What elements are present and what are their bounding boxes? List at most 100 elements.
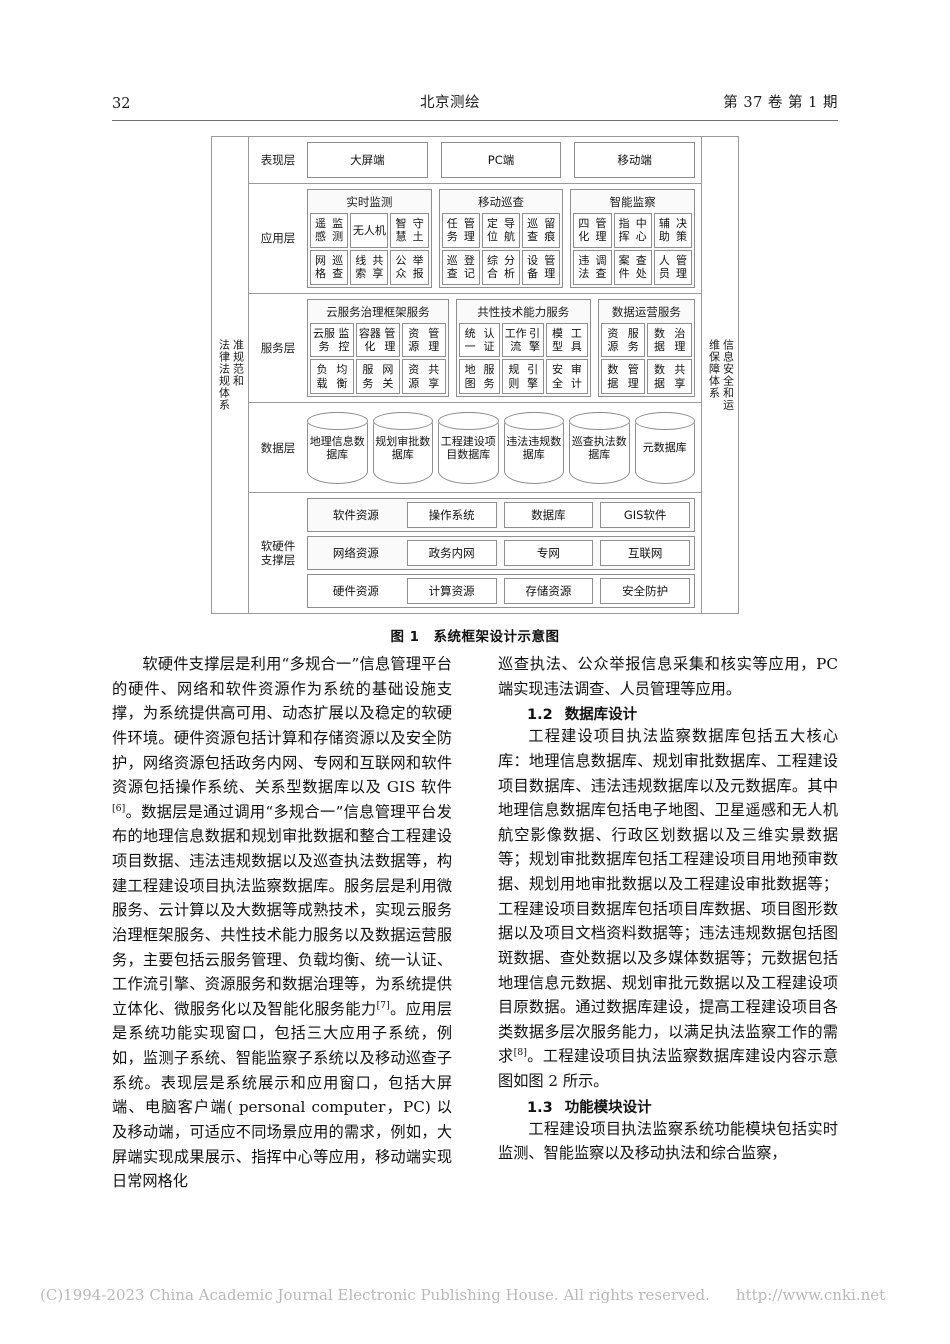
database-cylinder[interactable]: 巡查执法数据库 [569,412,630,485]
support-box[interactable]: 数据库 [503,502,594,529]
cell-line2: 管理 [428,326,440,354]
app-cell[interactable]: 网格巡查 [310,249,349,285]
copyright-text: (C)1994-2023 China Academic Journal Elec… [40,1286,710,1304]
cell-line1: 违法 [578,253,590,281]
svc-cell[interactable]: 数据管理 [600,359,646,395]
svc-cell[interactable]: 资源管理 [401,322,446,358]
cell-line1: 指挥 [618,217,630,244]
app-cell[interactable]: 违法调查 [573,249,612,285]
svc-cell[interactable]: 地图服务 [458,359,501,395]
svc-cell[interactable]: 资源共享 [401,359,446,395]
support-row-hardware: 硬件资源 计算资源 存储资源 安全防护 [307,574,695,609]
cell-line2: 留痕 [544,217,556,244]
section-title: 功能模块设计 [564,1099,652,1116]
svc-cell[interactable]: 资源服务 [600,322,646,358]
layer-stack: 表现层 大屏端 PC端 移动端 应用层 实时监测 [249,137,701,613]
svc-cell[interactable]: 服务网关 [355,359,400,395]
app-cell[interactable]: 无人机 [350,213,389,248]
support-box[interactable]: 专网 [503,540,594,567]
svc-cell[interactable]: 模型工具 [546,322,588,358]
cell-line1: 巡查 [527,217,539,244]
cell-line1: 综合 [486,253,498,281]
db-line1: 违法违规 [506,434,551,448]
app-cell[interactable]: 定位导航 [481,213,521,248]
app-cell[interactable]: 任务管理 [441,213,480,248]
app-cell[interactable]: 智慧守土 [390,213,429,248]
database-cylinder[interactable]: 元数据库 [634,412,695,485]
layer-infra-name-line2: 支撑层 [260,553,296,568]
support-row-head: 软件资源 [332,508,379,523]
app-cell[interactable]: 设备管理 [522,249,561,285]
support-box[interactable]: 计算资源 [406,578,497,605]
app-group-smart-supervision: 智能监察 四化管理 指挥中心 辅助决策 违法调查 案件查处 人员管理 [570,189,696,288]
svc-cell[interactable]: 统一认证 [458,322,501,358]
svc-cell[interactable]: 数据共享 [647,359,692,395]
support-box[interactable]: 操作系统 [406,502,497,529]
layer-application-name: 应用层 [260,231,296,246]
app-cell[interactable]: 巡查留痕 [522,213,561,248]
app-cell[interactable]: 辅助决策 [653,213,692,248]
support-box[interactable]: 存储资源 [503,578,594,605]
support-row-software: 软件资源 操作系统 数据库 GIS软件 [307,498,695,533]
app-cell[interactable]: 遥感监测 [310,213,349,248]
db-line1: 工程建设 [440,434,485,448]
presentation-box-pc[interactable]: PC端 [440,142,562,178]
cnki-url[interactable]: http://www.cnki.net [735,1286,886,1304]
app-cell[interactable]: 巡查登记 [441,249,480,285]
app-cell[interactable]: 指挥中心 [613,213,652,248]
cell-line1: 地图 [464,363,476,390]
support-box[interactable]: 政务内网 [406,540,497,567]
presentation-box-bigscreen[interactable]: 大屏端 [307,142,428,178]
svc-cell[interactable]: 容器化管理 [355,322,400,358]
presentation-box-mobile[interactable]: 移动端 [574,142,696,178]
app-cell[interactable]: 四化管理 [573,213,612,248]
svc-cell[interactable]: 云服务监控 [310,322,354,358]
cell-line2: 认证 [483,326,495,354]
svc-group-cloud-governance: 云服务治理框架服务 云服务监控 容器化管理 资源管理 负载均衡 服务网关 资源共… [307,298,449,398]
svc-cell[interactable]: 工作流引擎 [502,322,545,358]
cell-line1: 定位 [486,217,498,244]
cell-line1: 案件 [618,253,630,281]
cell-line2: 巡查 [332,253,344,281]
cell-line1: 数据 [654,326,666,354]
db-line2: 数据库 [588,434,627,462]
app-cell[interactable]: 线索共享 [350,249,389,285]
support-box[interactable]: 互联网 [600,540,690,567]
app-cell[interactable]: 案件查处 [613,249,652,285]
support-box[interactable]: GIS软件 [600,502,690,529]
cell-line2: 管理 [627,363,639,390]
cell-line1: 规则 [508,363,520,390]
cell-line2: 中心 [635,217,647,244]
cell-line1: 数据 [607,363,619,390]
app-cell[interactable]: 人员管理 [653,249,692,285]
system-framework-diagram: 准规范和 法律法规体系 表现层 大屏端 PC端 移动端 应用层 [211,136,739,615]
database-cylinder[interactable]: 违法违规数据库 [503,412,564,485]
cell-line1: 四化 [578,217,590,244]
cell-line2: 引擎 [527,363,539,390]
svc-cell[interactable]: 负载均衡 [310,359,354,395]
app-cell[interactable]: 综合分析 [481,249,521,285]
svc-group-title: 数据运营服务 [611,304,681,319]
layer-presentation-body: 大屏端 PC端 移动端 [307,137,701,183]
support-box[interactable]: 安全防护 [600,578,690,605]
svc-cell[interactable]: 规则引擎 [502,359,545,395]
app-cell[interactable]: 公众举报 [390,249,429,285]
database-cylinder[interactable]: 规划审批数据库 [372,412,433,485]
database-cylinder[interactable]: 工程建设项目数据库 [438,412,499,485]
cell-line2: 管理 [544,253,556,281]
right-side-label-col2: 维保障体系 [707,339,721,400]
layer-infrastructure-body: 软件资源 操作系统 数据库 GIS软件 网络资源 政务内网 专网 互联网 [307,493,701,613]
svc-cell[interactable]: 数据治理 [647,322,692,358]
paragraph-database-design: 工程建设项目执法监察数据库包括五大核心库：地理信息数据库、规划审批数据库、工程建… [498,724,838,1093]
layer-infra-name-line1: 软硬件 [260,538,296,553]
database-cylinder[interactable]: 地理信息数据库 [307,412,368,485]
cell-line2: 查处 [635,253,647,281]
cell-line1: 智慧 [395,217,407,244]
cell-line1: 资源 [607,326,619,354]
right-side-label: 信息安全和运 维保障体系 [701,137,738,614]
cell-line2: 共享 [428,363,440,390]
svc-cell[interactable]: 安全审计 [546,359,588,395]
cell-line2: 监测 [332,217,344,244]
left-side-label-col1: 准规范和 [231,339,245,388]
